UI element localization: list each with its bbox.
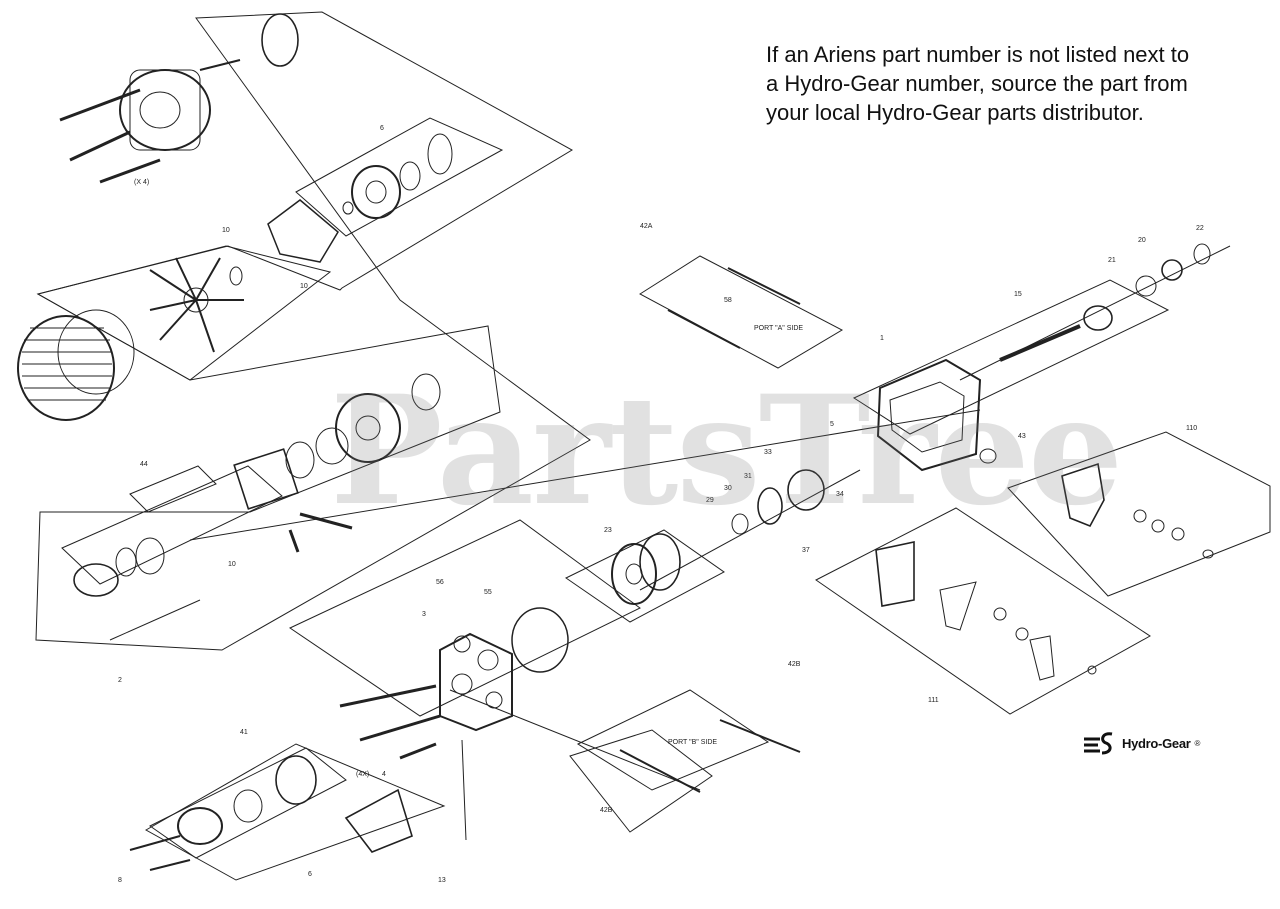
main-housing-part bbox=[876, 243, 1211, 472]
callout-1: 1 bbox=[880, 335, 884, 342]
hydro-gear-swirl-icon bbox=[1084, 732, 1113, 755]
group-42b-box bbox=[576, 689, 770, 791]
callout-42b-lower: 42B bbox=[600, 807, 613, 814]
callout-111: 111 bbox=[928, 697, 939, 704]
callout-x4-top: (X 4) bbox=[134, 179, 149, 186]
cylinder-block-part bbox=[611, 469, 825, 605]
cover-plate-part bbox=[267, 133, 453, 263]
registered-mark: ® bbox=[1194, 738, 1201, 748]
callout-21: 21 bbox=[1108, 257, 1116, 264]
callout-34: 34 bbox=[836, 491, 844, 498]
charge-pump-part bbox=[73, 373, 441, 597]
callout-6-top: 6 bbox=[380, 125, 384, 132]
group-bottom-cover-box bbox=[144, 743, 446, 881]
bottom-housing-part bbox=[129, 755, 413, 871]
callout-56: 56 bbox=[436, 579, 444, 586]
center-block-part bbox=[339, 607, 569, 841]
group-cover-box bbox=[295, 117, 504, 237]
callout-20-top: 20 bbox=[1138, 237, 1146, 244]
callout-31: 31 bbox=[744, 473, 752, 480]
callout-33: 33 bbox=[764, 449, 772, 456]
callout-15: 15 bbox=[1014, 291, 1022, 298]
callout-10-c: 10 bbox=[228, 561, 236, 568]
callout-3: 3 bbox=[422, 611, 426, 618]
callout-55: 55 bbox=[484, 589, 492, 596]
callout-10-b: 10 bbox=[300, 283, 308, 290]
group-fan-box bbox=[36, 245, 332, 381]
callout-41: 41 bbox=[240, 729, 248, 736]
callout-x4-bottom: (4X) bbox=[356, 771, 369, 778]
top-housing-part bbox=[59, 13, 299, 184]
callout-port-b: PORT "B" SIDE bbox=[668, 739, 717, 746]
sourcing-note-line-1: If an Ariens part number is not listed n… bbox=[766, 42, 1190, 67]
callout-29: 29 bbox=[706, 497, 714, 504]
callout-5: 5 bbox=[830, 421, 834, 428]
callout-8: 8 bbox=[118, 877, 122, 884]
linkage-111-part bbox=[875, 541, 1097, 681]
sourcing-note: If an Ariens part number is not listed n… bbox=[766, 40, 1271, 127]
group-cylinder-box bbox=[565, 529, 725, 623]
callout-30: 30 bbox=[724, 485, 732, 492]
port-fittings-part bbox=[619, 267, 801, 793]
callout-13: 13 bbox=[438, 877, 446, 884]
callout-22: 22 bbox=[1196, 225, 1204, 232]
callout-43: 43 bbox=[1018, 433, 1026, 440]
group-111-box bbox=[815, 507, 1151, 715]
group-charge-pump-box bbox=[61, 465, 283, 585]
callout-10-a: 10 bbox=[222, 227, 230, 234]
callout-42a: 42A bbox=[640, 223, 653, 230]
callout-110: 110 bbox=[1186, 425, 1197, 432]
group-44-box bbox=[129, 465, 217, 513]
callout-44-left: 44 bbox=[140, 461, 148, 468]
group-center-block-box bbox=[288, 519, 641, 717]
group-110-box bbox=[1007, 431, 1271, 597]
callout-port-a: PORT "A" SIDE bbox=[754, 325, 803, 332]
group-42b-lower-box bbox=[569, 729, 713, 833]
group-bottom-housing-box bbox=[149, 747, 347, 859]
callout-37: 37 bbox=[802, 547, 810, 554]
callout-23: 23 bbox=[604, 527, 612, 534]
callout-4: 4 bbox=[382, 771, 386, 778]
callout-2: 2 bbox=[118, 677, 122, 684]
sourcing-note-line-2: a Hydro-Gear number, source the part fro… bbox=[766, 71, 1188, 96]
callout-58: 58 bbox=[724, 297, 732, 304]
fan-part bbox=[149, 257, 244, 353]
callout-6-bottom: 6 bbox=[308, 871, 312, 878]
group-top-housing-box bbox=[35, 11, 591, 651]
grille-cover-part bbox=[17, 309, 135, 421]
sourcing-note-line-3: your local Hydro-Gear parts distributor. bbox=[766, 100, 1144, 125]
hydro-gear-name: Hydro-Gear bbox=[1122, 735, 1191, 751]
callout-42b: 42B bbox=[788, 661, 801, 668]
plate-110-part bbox=[1061, 462, 1214, 559]
hydro-gear-logo: Hydro-Gear ® bbox=[1082, 731, 1200, 755]
